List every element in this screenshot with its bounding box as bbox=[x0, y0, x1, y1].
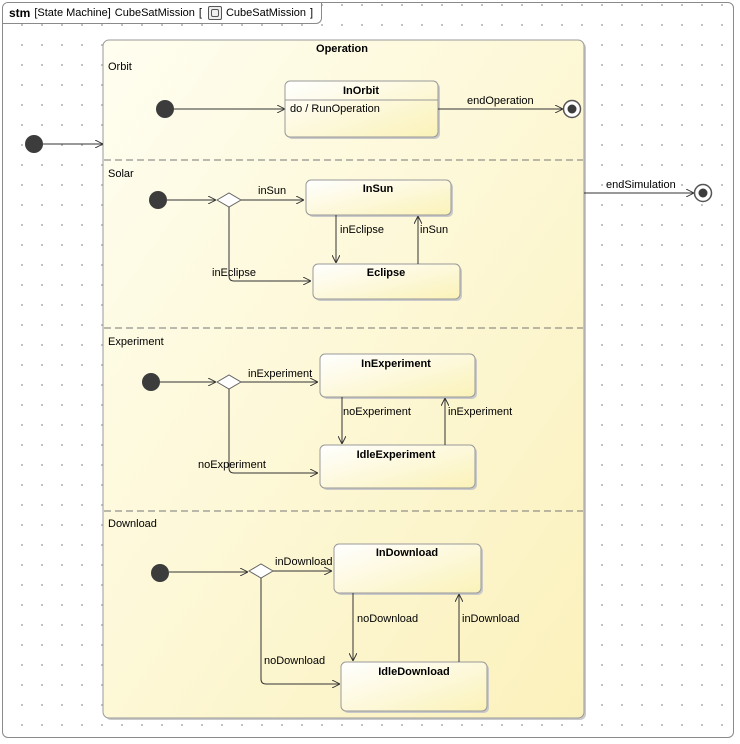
end-simulation-label: endSimulation bbox=[606, 179, 676, 191]
state-inorbit-name: InOrbit bbox=[343, 85, 379, 97]
outer-initial-node[interactable] bbox=[25, 135, 43, 153]
state-inorbit-activity: do / RunOperation bbox=[290, 103, 380, 115]
diagram-ref-name: CubeSatMission bbox=[225, 7, 307, 19]
end-operation-label: endOperation bbox=[467, 95, 534, 107]
state-idledownload-name: IdleDownload bbox=[378, 666, 450, 678]
solar-choice-insun-label: inSun bbox=[258, 185, 286, 197]
state-inexperiment[interactable]: InExperiment bbox=[319, 353, 477, 399]
experiment-choice-noexperiment-transition[interactable] bbox=[228, 389, 318, 473]
experiment-initial-node[interactable] bbox=[142, 373, 160, 391]
region-label-orbit: Orbit bbox=[108, 61, 132, 73]
state-eclipse[interactable]: Eclipse bbox=[312, 263, 462, 301]
state-inexperiment-name: InExperiment bbox=[361, 358, 431, 370]
state-machine-icon bbox=[207, 6, 222, 20]
eclipse-to-insun-label: inSun bbox=[420, 224, 448, 236]
state-inorbit[interactable]: InOrbit do / RunOperation bbox=[284, 80, 440, 139]
solar-choice-ineclipse-label: inEclipse bbox=[212, 267, 256, 279]
orbit-initial-node[interactable] bbox=[156, 100, 174, 118]
bracket-close: ] bbox=[310, 7, 314, 19]
outer-final-node-core bbox=[698, 188, 708, 198]
idle-to-inexperiment-label: inExperiment bbox=[448, 406, 512, 418]
solar-initial-node[interactable] bbox=[149, 191, 167, 209]
state-insun-name: InSun bbox=[363, 183, 394, 195]
operation-state-name: Operation bbox=[316, 43, 368, 55]
download-choice-nodownload-label: noDownload bbox=[264, 655, 325, 667]
state-insun[interactable]: InSun bbox=[305, 179, 453, 217]
download-initial-node[interactable] bbox=[151, 564, 169, 582]
diagram-header: stm [State Machine] CubeSatMission [ Cub… bbox=[3, 3, 323, 24]
state-idleexperiment-name: IdleExperiment bbox=[357, 449, 436, 461]
insun-to-eclipse-label: inEclipse bbox=[340, 224, 384, 236]
state-idleexperiment[interactable]: IdleExperiment bbox=[319, 444, 477, 490]
indownload-to-idle-label: noDownload bbox=[357, 613, 418, 625]
download-choice-indownload-label: inDownload bbox=[275, 556, 332, 568]
state-indownload-name: InDownload bbox=[376, 547, 438, 559]
diagram-kind-label: [State Machine] bbox=[34, 7, 111, 19]
state-indownload[interactable]: InDownload bbox=[333, 543, 483, 595]
experiment-choice-inexperiment-label: inExperiment bbox=[248, 368, 312, 380]
diagram-kind-keyword: stm bbox=[9, 6, 31, 20]
region-label-download: Download bbox=[108, 518, 157, 530]
orbit-final-node-core bbox=[567, 104, 577, 114]
state-eclipse-name: Eclipse bbox=[367, 267, 406, 279]
experiment-choice-noexperiment-label: noExperiment bbox=[198, 459, 266, 471]
state-idledownload[interactable]: IdleDownload bbox=[340, 661, 489, 713]
region-label-solar: Solar bbox=[108, 168, 134, 180]
download-choice-nodownload-transition[interactable] bbox=[260, 578, 340, 684]
region-label-experiment: Experiment bbox=[108, 336, 164, 348]
diagram-name: CubeSatMission bbox=[114, 7, 195, 19]
solar-choice-ineclipse-transition[interactable] bbox=[228, 207, 311, 281]
idle-to-indownload-label: inDownload bbox=[462, 613, 519, 625]
bracket-open: [ bbox=[198, 7, 202, 19]
inexperiment-to-idle-label: noExperiment bbox=[343, 406, 411, 418]
